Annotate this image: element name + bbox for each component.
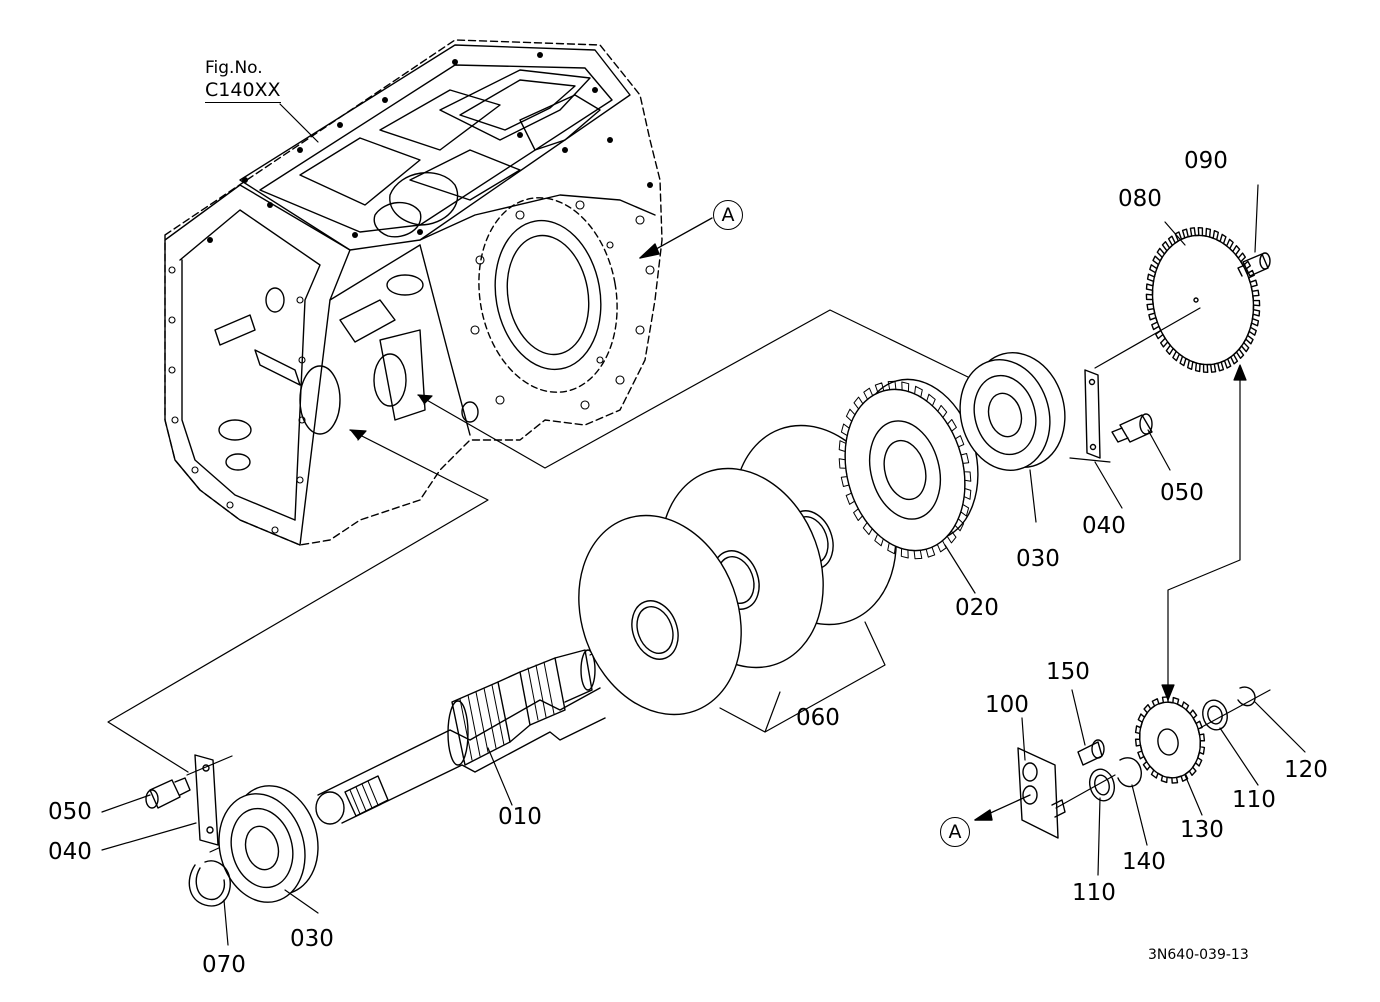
sprocket-080 bbox=[1145, 227, 1261, 373]
bearing-110-left bbox=[1088, 768, 1116, 802]
bolt-050-left bbox=[145, 777, 191, 809]
part-label-090[interactable]: 090 bbox=[1184, 148, 1228, 174]
fig-label: Fig.No. bbox=[205, 58, 263, 78]
plate-100 bbox=[1017, 747, 1066, 839]
lock-plate-040-left bbox=[194, 754, 219, 846]
bearing-110-right bbox=[1202, 699, 1228, 731]
fig-leader-line bbox=[279, 103, 319, 143]
sprocket080-teeth bbox=[1145, 227, 1261, 373]
gear-020 bbox=[838, 378, 979, 560]
diagram-code: 3N640-039-13 bbox=[1148, 947, 1249, 963]
part-label-150[interactable]: 150 bbox=[1046, 659, 1090, 685]
part-label-130[interactable]: 130 bbox=[1180, 817, 1224, 843]
lock-plate-040-right bbox=[1084, 369, 1101, 459]
gear020teeth-teeth bbox=[838, 380, 972, 560]
gear-130 bbox=[1134, 696, 1206, 784]
case-outline-holes bbox=[168, 200, 655, 534]
part-label-050-left[interactable]: 050 bbox=[48, 799, 92, 825]
leaders-lower-right bbox=[944, 461, 1306, 876]
part-label-010[interactable]: 010 bbox=[498, 804, 542, 830]
bearing-030-right bbox=[959, 352, 1066, 471]
part-label-070[interactable]: 070 bbox=[202, 952, 246, 978]
bolt-050-right bbox=[1111, 413, 1171, 471]
bearing-030-left bbox=[218, 785, 319, 903]
fig-number-link[interactable]: C140XX bbox=[205, 79, 281, 103]
part-label-040-right[interactable]: 040 bbox=[1082, 513, 1126, 539]
transmission-case bbox=[164, 39, 663, 546]
arrow-a-bottom bbox=[974, 794, 1031, 821]
bolt-090 bbox=[1237, 184, 1271, 277]
leaders-left bbox=[101, 747, 513, 946]
part-label-080[interactable]: 080 bbox=[1118, 186, 1162, 212]
snap-ring-070 bbox=[188, 860, 231, 907]
callout-a-top: A bbox=[713, 200, 743, 230]
callout-a-bottom: A bbox=[940, 817, 970, 847]
part-label-050-right[interactable]: 050 bbox=[1160, 480, 1204, 506]
part-label-030-left[interactable]: 030 bbox=[290, 926, 334, 952]
arrow-a-top bbox=[639, 217, 713, 259]
part-label-120[interactable]: 120 bbox=[1284, 757, 1328, 783]
bolt-150 bbox=[1077, 739, 1105, 766]
part-label-110-right[interactable]: 110 bbox=[1232, 787, 1276, 813]
snap-ring-120 bbox=[1237, 686, 1256, 707]
part-label-140[interactable]: 140 bbox=[1122, 849, 1166, 875]
part-label-100[interactable]: 100 bbox=[985, 692, 1029, 718]
part-label-030-right[interactable]: 030 bbox=[1016, 546, 1060, 572]
figure-reference: Fig.No. C140XX bbox=[205, 60, 281, 103]
main-shaft-010 bbox=[315, 649, 606, 825]
part-label-060[interactable]: 060 bbox=[796, 705, 840, 731]
gear130-teeth bbox=[1134, 696, 1206, 784]
part-label-020[interactable]: 020 bbox=[955, 595, 999, 621]
part-label-110-left[interactable]: 110 bbox=[1072, 880, 1116, 906]
part-label-040-left[interactable]: 040 bbox=[48, 839, 92, 865]
bracket-060 bbox=[719, 621, 886, 733]
assembly-guide-lines bbox=[107, 307, 1271, 853]
snap-ring-140 bbox=[1117, 757, 1142, 788]
plates-060 bbox=[578, 424, 897, 716]
case-bolt-holes bbox=[207, 52, 653, 243]
